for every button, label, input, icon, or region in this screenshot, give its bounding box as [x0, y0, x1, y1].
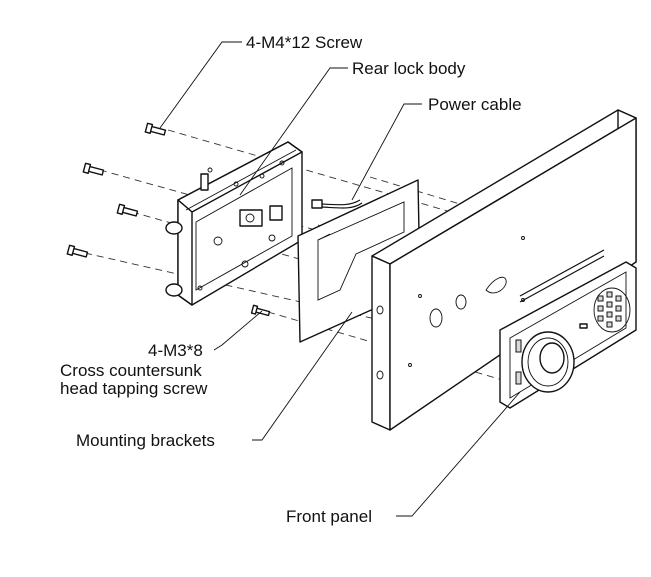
label-m4-screw: 4-M4*12 Screw — [246, 33, 363, 52]
label-m3-screw-line2: Cross countersunk — [60, 361, 202, 380]
front-panel — [371, 109, 637, 431]
m4-screws — [66, 122, 167, 258]
leader-lines — [159, 41, 521, 517]
leader-power-cable — [351, 103, 422, 201]
m4-screw-2 — [82, 162, 105, 176]
label-front-panel: Front panel — [286, 507, 372, 526]
label-rear-lock-body: Rear lock body — [352, 59, 466, 78]
m3-screw — [250, 304, 271, 317]
labels: 4-M4*12 Screw Rear lock body Power cable… — [60, 33, 522, 526]
m4-screw-3 — [116, 203, 139, 217]
keypad-module — [499, 249, 637, 409]
m4-screw-1 — [144, 122, 167, 136]
leader-front-panel — [396, 391, 521, 517]
keypad-buttons — [597, 291, 622, 328]
rear-lock-body — [165, 141, 303, 306]
m4-screw-4 — [66, 244, 89, 258]
label-mounting-brackets: Mounting brackets — [76, 431, 215, 450]
label-m3-screw-line3: head tapping screw — [60, 379, 208, 398]
label-power-cable: Power cable — [428, 95, 522, 114]
leader-m3-screw — [213, 310, 263, 351]
power-cable — [311, 199, 363, 209]
leader-mounting-brackets — [252, 311, 353, 441]
leader-rear-lock-body — [239, 67, 348, 196]
label-m3-screw-line1: 4-M3*8 — [148, 341, 203, 360]
leader-m4-screw — [159, 41, 242, 129]
